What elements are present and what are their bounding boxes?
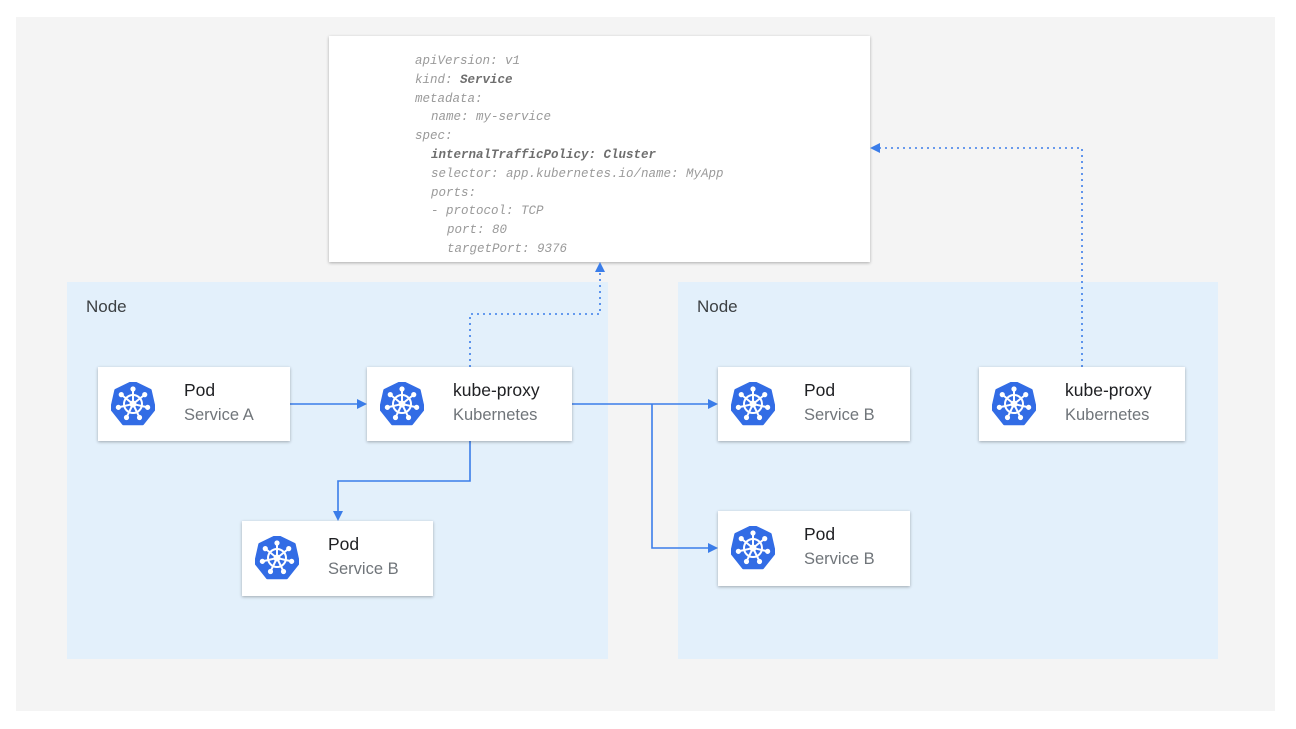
node-label: Node <box>86 297 127 316</box>
yaml-line: selector: app.kubernetes.io/name: MyApp <box>415 165 724 184</box>
card-title: Pod <box>804 524 836 544</box>
card-subtitle: Kubernetes <box>453 406 538 424</box>
yaml-key: spec: <box>415 129 453 144</box>
card-title: kube-proxy <box>453 380 540 400</box>
card-title: Pod <box>328 534 360 554</box>
yaml-value: Cluster <box>596 147 657 162</box>
yaml-key: internalTrafficPolicy: <box>431 147 597 162</box>
card-title: kube-proxy <box>1065 380 1152 400</box>
yaml-line: apiVersion: v1 <box>415 52 724 71</box>
node-label: Node <box>697 297 738 316</box>
card-subtitle: Service A <box>184 406 254 424</box>
kubernetes-icon <box>255 536 299 580</box>
yaml-key: targetPort: <box>447 241 530 256</box>
kubernetes-icon <box>992 382 1036 426</box>
yaml-key: - protocol: <box>431 204 514 219</box>
card-subtitle: Kubernetes <box>1065 406 1150 424</box>
kubernetes-icon <box>731 382 775 426</box>
kubernetes-icon <box>731 526 775 570</box>
yaml-key: selector: <box>431 166 499 181</box>
yaml-value: app.kubernetes.io/name: MyApp <box>498 166 724 181</box>
yaml-line: name: my-service <box>415 108 724 127</box>
dotted-proxy-right-to-service <box>870 143 1083 367</box>
dotted-proxy-left-to-service <box>469 262 605 367</box>
yaml-key: port: <box>447 223 485 238</box>
yaml-key: apiVersion: <box>415 54 498 68</box>
yaml-value: my-service <box>468 110 552 125</box>
yaml-line: ports: <box>415 184 724 203</box>
card-subtitle: Service B <box>804 406 875 424</box>
yaml-value: Service <box>452 72 513 87</box>
yaml-key: ports: <box>431 185 477 200</box>
yaml-line: spec: <box>415 127 724 146</box>
kubernetes-icon <box>380 382 424 426</box>
node-right: Node <box>678 282 1218 659</box>
yaml-key: kind: <box>415 72 453 87</box>
arrow-proxy-to-podb-left <box>333 441 471 521</box>
node-left: Node <box>67 282 608 659</box>
yaml-line: port: 80 <box>415 221 724 240</box>
card-title: Pod <box>184 380 216 400</box>
yaml-value: 80 <box>484 223 508 238</box>
kubernetes-icon <box>111 382 155 426</box>
card-subtitle: Service B <box>804 550 875 568</box>
yaml-line: metadata: <box>415 90 724 109</box>
yaml-line: kind: Service <box>415 71 724 90</box>
card-subtitle: Service B <box>328 560 399 578</box>
yaml-value: 9376 <box>529 241 568 256</box>
yaml-value: v1 <box>497 54 521 68</box>
yaml-line: internalTrafficPolicy: Cluster <box>415 146 724 165</box>
arrow-proxy-to-podb-right2 <box>651 404 718 553</box>
card-title: Pod <box>804 380 836 400</box>
yaml-value: TCP <box>513 204 544 219</box>
yaml-line: - protocol: TCP <box>415 202 724 221</box>
yaml-key: name: <box>431 110 469 125</box>
yaml-line: targetPort: 9376 <box>415 240 724 259</box>
yaml-key: metadata: <box>415 91 483 106</box>
